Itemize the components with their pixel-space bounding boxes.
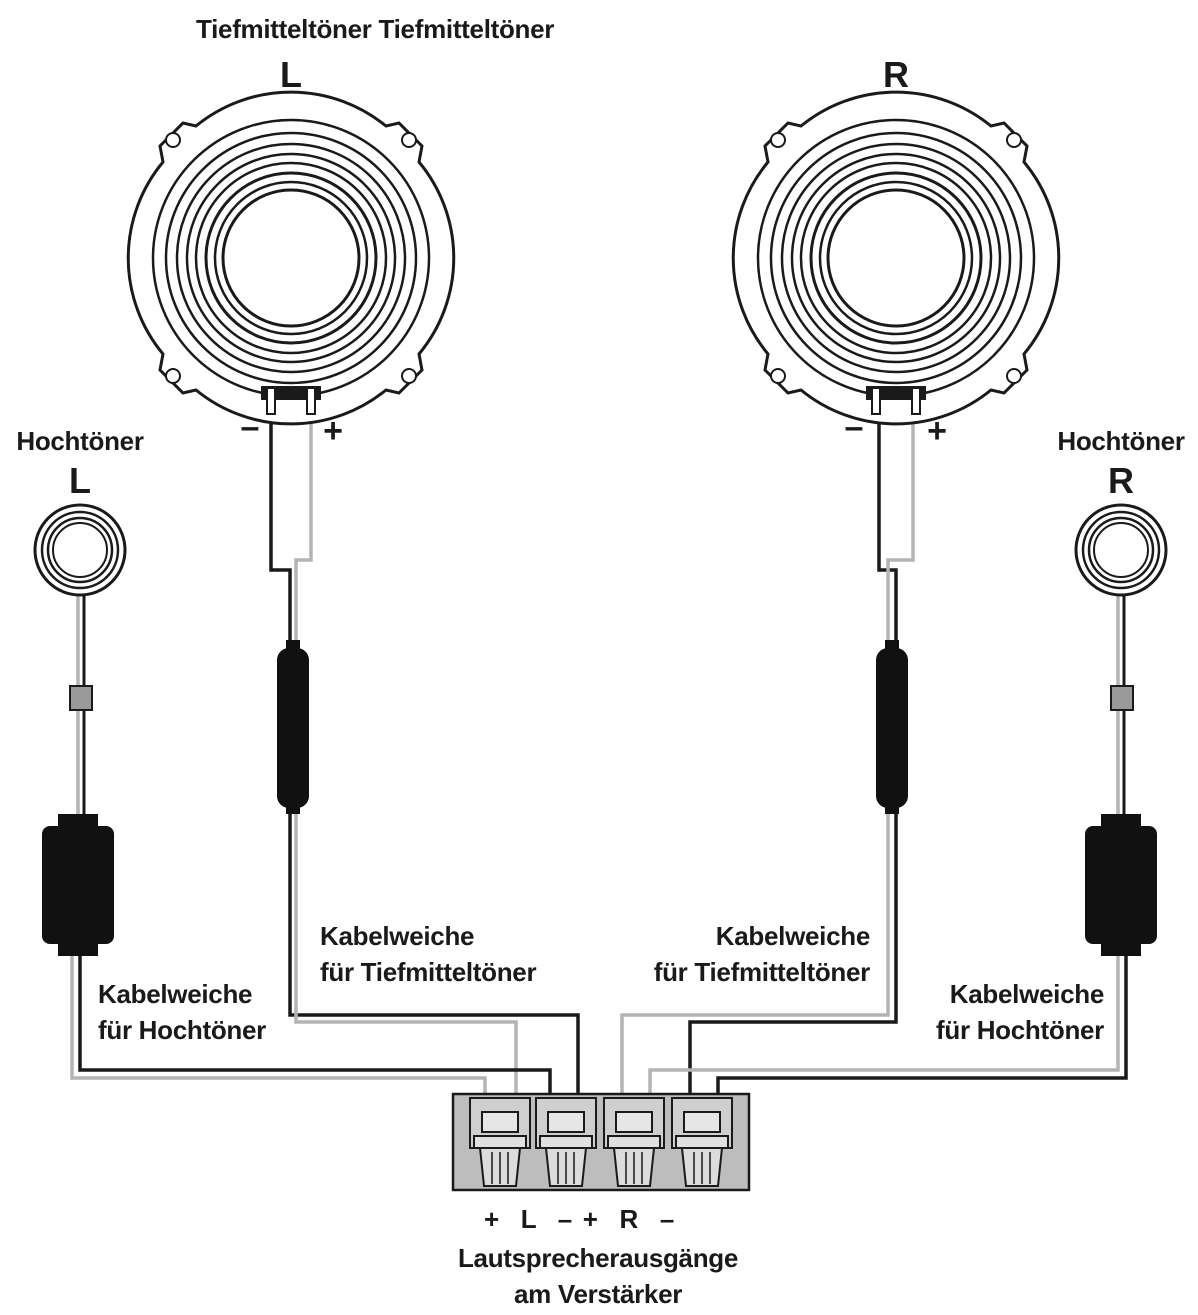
woofer-left <box>126 90 456 426</box>
wire-woofer-left-minus <box>269 410 580 1110</box>
crossover-tweeter-left-line2: für Hochtöner <box>98 1015 266 1045</box>
crossover-woofer-left <box>277 640 309 814</box>
crossover-woofer-left-line1: Kabelweiche <box>320 921 475 951</box>
crossover-tweeter-right <box>1085 814 1157 956</box>
tweeter-right-channel-label: R <box>1108 460 1134 501</box>
woofer-right-plus-sign: + <box>927 412 947 450</box>
crossover-tweeter-right-label: Kabelweiche für Hochtöner <box>936 976 1104 1048</box>
tweeter-left-title: Hochtöner <box>16 426 144 456</box>
terminal-markings: + L – + R – <box>484 1204 674 1234</box>
crossover-tweeter-left-label: Kabelweiche für Hochtöner <box>98 976 266 1048</box>
woofer-heading: Tiefmitteltöner Tiefmitteltöner <box>196 14 555 44</box>
connector-tweeter-right <box>1110 685 1134 711</box>
connector-tweeter-left <box>69 685 93 711</box>
crossover-woofer-right <box>876 640 908 814</box>
woofer-left-channel-label: L <box>280 54 302 95</box>
woofer-left-plus-sign: + <box>323 412 343 450</box>
woofer-right-minus-sign: – <box>844 408 864 446</box>
woofer-right <box>731 90 1061 426</box>
amp-outputs-label: Lautsprecherausgänge am Verstärker <box>458 1240 738 1312</box>
wire-woofer-right-plus <box>620 410 915 1110</box>
wire-woofer-right-minus <box>688 410 898 1110</box>
tweeter-right-title: Hochtöner <box>1057 426 1185 456</box>
crossover-woofer-left-line2: für Tiefmitteltöner <box>320 957 537 987</box>
amplifier-terminal-block <box>451 1092 751 1192</box>
crossover-woofer-right-line2: für Tiefmitteltöner <box>653 957 871 987</box>
woofer-right-channel-label: R <box>883 54 909 95</box>
crossover-woofer-right-line1: Kabelweiche <box>715 921 871 951</box>
crossover-tweeter-left-line1: Kabelweiche <box>98 979 253 1009</box>
wire-woofer-left-plus <box>294 410 518 1110</box>
crossover-tweeter-right-line2: für Hochtöner <box>936 1015 1104 1045</box>
tweeter-left <box>33 503 127 597</box>
crossover-tweeter-right-line1: Kabelweiche <box>949 979 1105 1009</box>
crossover-tweeter-left <box>42 814 114 956</box>
crossover-woofer-left-label: Kabelweiche für Tiefmitteltöner <box>320 918 537 990</box>
woofer-left-minus-sign: – <box>240 408 260 446</box>
amp-outputs-line1: Lautsprecherausgänge <box>457 1243 739 1273</box>
tweeter-right <box>1074 503 1168 597</box>
tweeter-left-channel-label: L <box>69 460 91 501</box>
amp-outputs-line2: am Verstärker <box>513 1279 683 1309</box>
crossover-woofer-right-label: Kabelweiche für Tiefmitteltöner <box>653 918 871 990</box>
